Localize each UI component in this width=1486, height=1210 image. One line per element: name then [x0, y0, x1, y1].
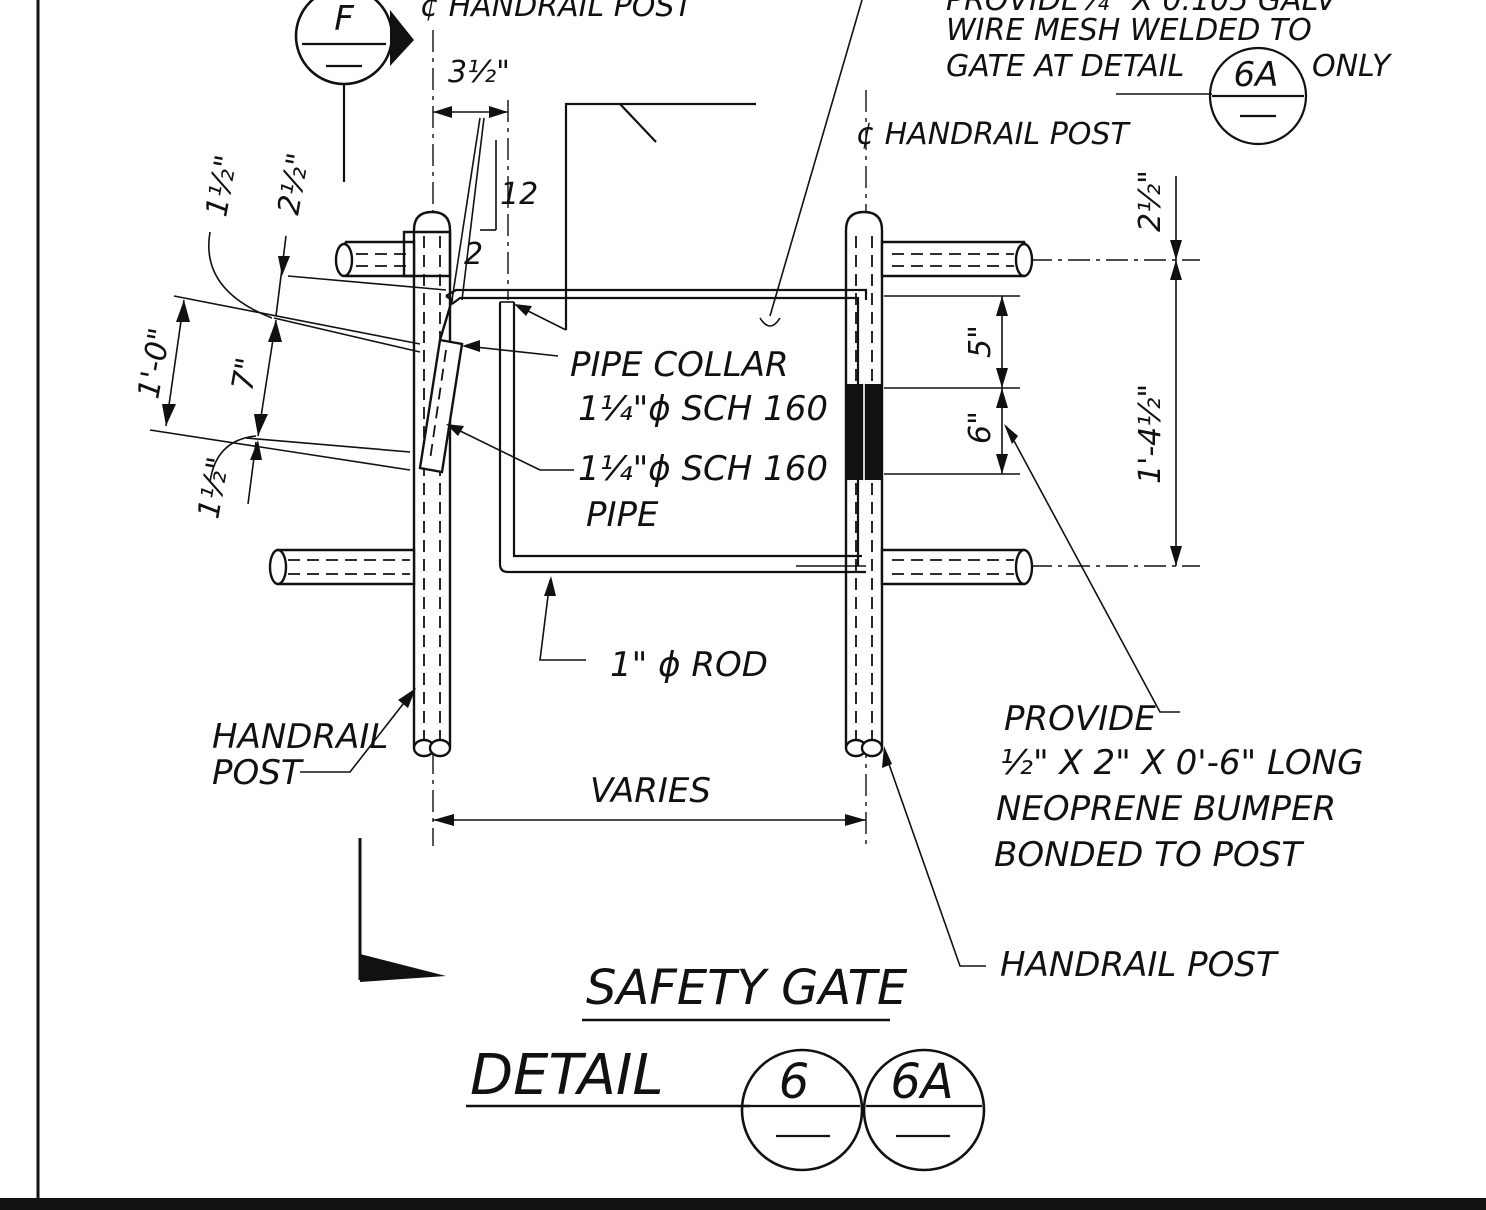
label-handrail-post-left-1: HANDRAIL — [212, 717, 388, 757]
label-varies: VARIES — [590, 771, 711, 811]
right-top-rail — [880, 240, 1034, 278]
mesh-leader — [769, 0, 863, 317]
dim-right-top: 2½" — [1133, 170, 1168, 232]
sheet-border-bottom-strip — [0, 1198, 1486, 1210]
dim-post-offset: 3½" — [448, 55, 510, 90]
dim-left-top: 1½" — [199, 152, 244, 219]
mesh-note-line2: WIRE MESH WELDED TO — [946, 13, 1312, 48]
left-handrail-post — [412, 210, 452, 758]
left-top-rail — [334, 230, 452, 278]
gate-frame-rod — [445, 288, 868, 574]
label-pipe-collar: PIPE COLLAR — [570, 345, 789, 385]
bubble-detail-6a: 6A — [862, 1048, 986, 1172]
label-pipe-size: 1¼"ϕ SCH 160 — [578, 449, 828, 489]
label-bumper-3: NEOPRENE BUMPER — [996, 789, 1336, 829]
dim-right-lower: 6" — [963, 411, 998, 444]
label-rod: 1" ϕ ROD — [610, 645, 768, 685]
dim-slope-rise: 12 — [500, 177, 538, 212]
label-bumper-4: BONDED TO POST — [994, 835, 1304, 875]
label-bumper-1: PROVIDE — [1004, 699, 1156, 739]
bubble-6a-note: 6A — [1116, 46, 1308, 146]
bubble-6a-note-letter: 6A — [1234, 55, 1279, 95]
cl-handrail-post-top: ¢ HANDRAIL POST — [420, 0, 695, 24]
hinge-pipe — [418, 295, 464, 474]
dim-left-mid: 7" — [225, 355, 265, 393]
cl-handrail-post-right: ¢ HANDRAIL POST — [856, 117, 1131, 152]
dim-left-top2: 2½" — [271, 150, 316, 217]
section-bubble-f: F — [294, 0, 414, 182]
mesh-note-line3: GATE AT DETAIL — [946, 49, 1184, 84]
label-pipe-collar-size: 1¼"ϕ SCH 160 — [578, 389, 828, 429]
title-safety-gate: SAFETY GATE — [586, 960, 908, 1016]
label-bumper-2: ½" X 2" X 0'-6" LONG — [1000, 743, 1363, 783]
label-handrail-post-bottom: HANDRAIL POST — [1000, 945, 1279, 985]
right-bottom-rail — [880, 548, 1034, 586]
dim-slope-run: 2 — [464, 237, 483, 272]
left-dimension-stack — [149, 231, 447, 505]
mesh-note-line1: PROVIDE¼" X 0.105 GALV — [946, 0, 1339, 18]
dim-left-bottom: 1½" — [191, 454, 236, 521]
section-cut-marker — [564, 102, 756, 330]
label-handrail-post-left-2: POST — [212, 753, 304, 793]
dim-right-overall: 1'-4½" — [1133, 384, 1168, 484]
title-detail: DETAIL — [470, 1043, 664, 1108]
bubble-detail-6a-number: 6A — [890, 1054, 953, 1110]
bubble-detail-6-number: 6 — [779, 1054, 810, 1110]
dim-right-upper: 5" — [963, 325, 998, 358]
mesh-note-line3-end: ONLY — [1312, 49, 1393, 84]
bubble-detail-6: 6 — [740, 1048, 864, 1172]
right-dimension-stack — [884, 176, 1182, 566]
label-pipe-word: PIPE — [586, 495, 659, 535]
left-bottom-rail — [268, 548, 416, 586]
bubble-f-letter: F — [334, 0, 354, 39]
